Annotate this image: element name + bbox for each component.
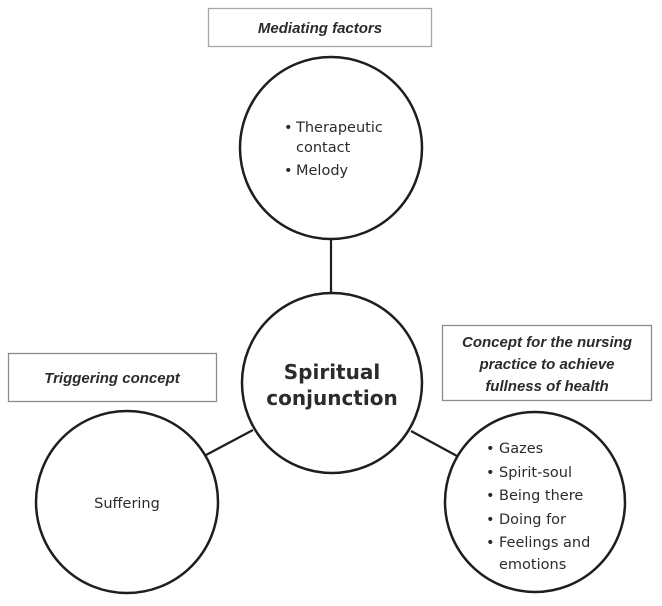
nursing-item-feelings: Feelings and (499, 535, 590, 551)
nursing-item-being-there: Being there (499, 488, 583, 504)
bullet: • (486, 512, 495, 528)
center-title-line-2: conjunction (266, 386, 397, 410)
triggering-circle: Suffering (34, 409, 220, 595)
bullet: • (284, 120, 293, 136)
nursing-circle: • Gazes • Spirit-soul • Being there • Do… (443, 410, 627, 594)
mediating-factors-box: Mediating factors (207, 7, 433, 48)
bullet: • (284, 163, 293, 179)
mediating-factors-label: Mediating factors (258, 20, 382, 37)
spiritual-conjunction-circle: Spiritual conjunction (240, 291, 424, 475)
mediating-item-melody: Melody (296, 163, 349, 179)
bullet: • (486, 535, 495, 551)
mediating-item-therapeutic-cont: contact (296, 140, 351, 156)
triggering-item-suffering: Suffering (94, 496, 160, 512)
nursing-label-line-1: Concept for the nursing (462, 334, 632, 351)
triggering-concept-label: Triggering concept (44, 370, 181, 387)
mediating-item-therapeutic: Therapeutic (295, 120, 383, 136)
nursing-item-spirit-soul: Spirit-soul (499, 465, 572, 481)
mediating-circle: • Therapeutic contact • Melody (238, 55, 424, 241)
nursing-item-doing-for: Doing for (499, 512, 566, 528)
nursing-label-line-3: fullness of health (485, 378, 608, 395)
nursing-item-feelings-cont: emotions (499, 557, 566, 573)
bullet: • (486, 488, 495, 504)
connector-right (410, 430, 458, 457)
nursing-item-gazes: Gazes (499, 441, 543, 457)
nursing-practice-box: Concept for the nursing practice to achi… (441, 324, 653, 402)
triggering-concept-box: Triggering concept (7, 352, 218, 403)
bullet: • (486, 441, 495, 457)
connector-left (205, 429, 254, 456)
center-title-line-1: Spiritual (284, 360, 380, 384)
nursing-label-line-2: practice to achieve (478, 356, 614, 373)
bullet: • (486, 465, 495, 481)
